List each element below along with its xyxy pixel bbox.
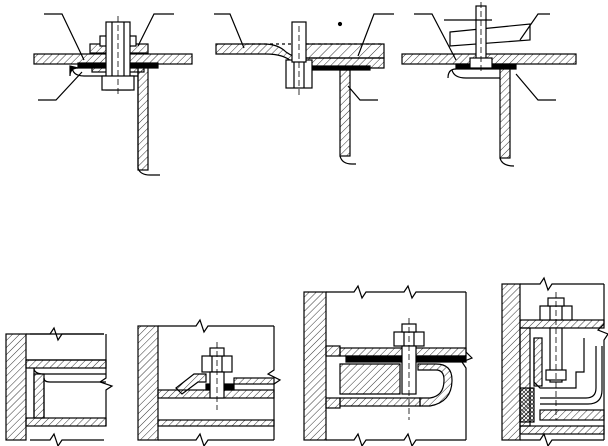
panel-wall-bolted-box-clamp xyxy=(501,276,608,446)
panel-pin-clamp-joint xyxy=(401,2,577,167)
panel-bent-plate-joint xyxy=(214,13,394,165)
panel-bolted-flange-joint xyxy=(33,13,193,176)
panel-wall-angle-joint xyxy=(5,326,114,446)
panel-wall-curved-strap-bolt xyxy=(303,284,474,446)
panel-wall-bolted-strap xyxy=(137,318,282,446)
